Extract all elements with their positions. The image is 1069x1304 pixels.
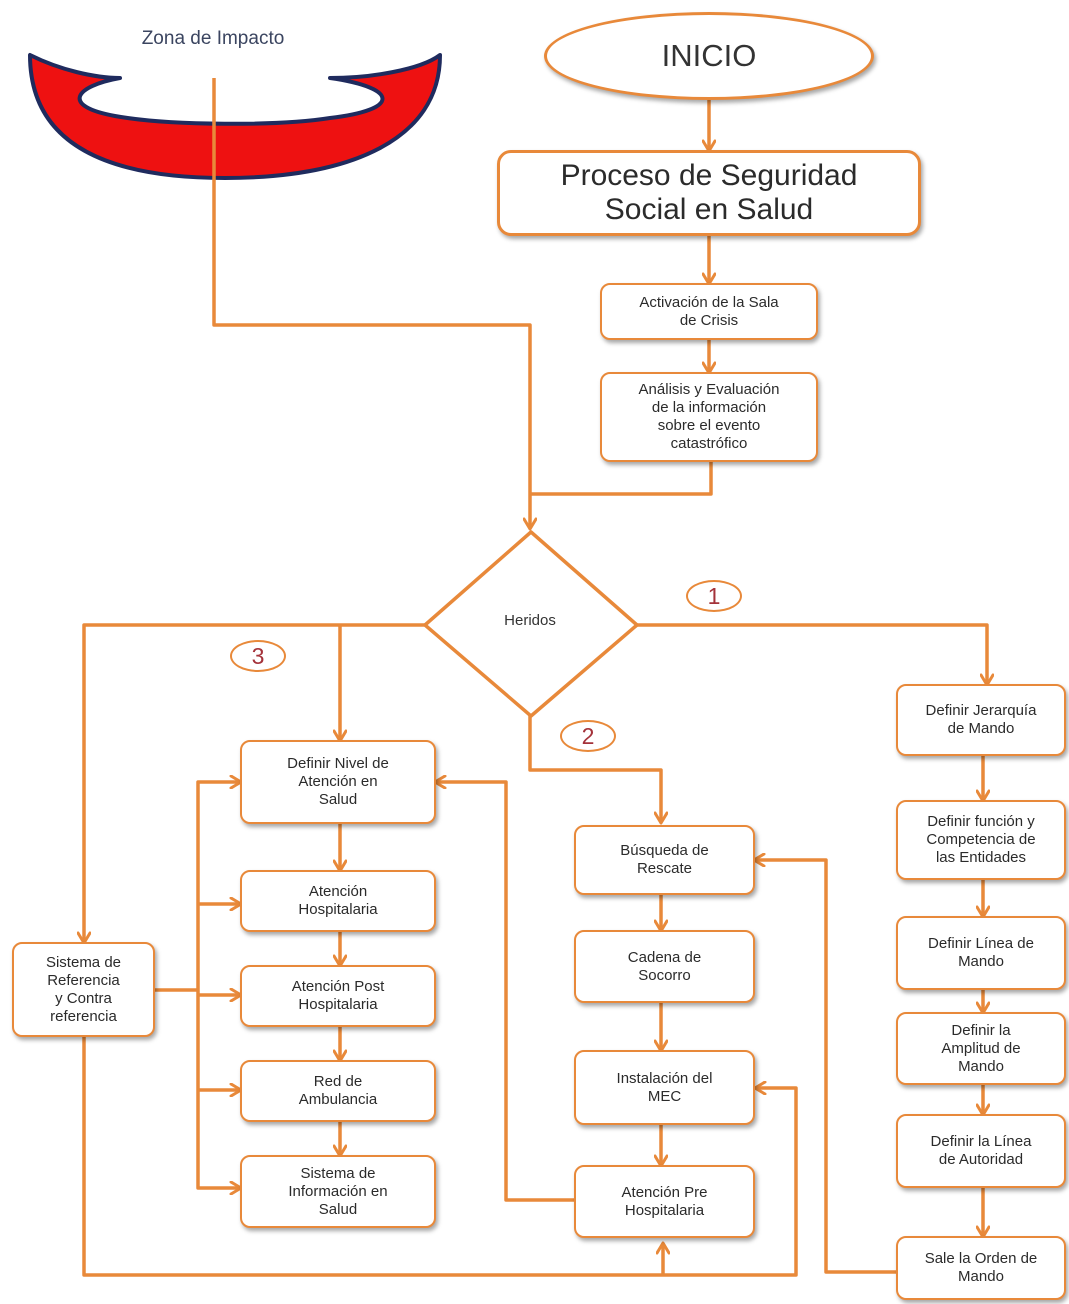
red-ambulancia-node[interactable]: Red de Ambulancia [240,1060,436,1122]
amplitud-mando-node[interactable]: Definir la Amplitud de Mando [896,1012,1066,1085]
atencion-pre-hospitalaria-label: Atención Pre Hospitalaria [621,1183,708,1219]
connector-heridos-branch1 [637,623,987,684]
definir-nivel-node[interactable]: Definir Nivel de Atención en Salud [240,740,436,824]
connector-heridos-branch3 [84,623,425,942]
instalacion-mec-node[interactable]: Instalación del MEC [574,1050,755,1125]
instalacion-mec-label: Instalación del MEC [616,1069,713,1105]
linea-mando-label: Definir Línea de Mando [928,935,1034,970]
heridos-label: Heridos [504,612,556,629]
connector-impact-to-heridos [212,78,530,528]
atencion-hospitalaria-label: Atención Hospitalaria [298,883,378,918]
analisis-evaluacion-node[interactable]: Análisis y Evaluación de la información … [600,372,818,462]
heridos-decision-diamond [423,530,639,718]
busqueda-rescate-label: Búsqueda de Rescate [620,842,709,877]
connector-analisis-merge [530,462,713,496]
branch-marker-1: 1 [686,580,742,612]
jerarquia-mando-label: Definir Jerarquía de Mando [925,702,1037,737]
definir-nivel-label: Definir Nivel de Atención en Salud [287,755,389,808]
busqueda-rescate-node[interactable]: Búsqueda de Rescate [574,825,755,895]
linea-autoridad-label: Definir la Línea de Autoridad [930,1133,1032,1168]
atencion-pre-hospitalaria-node[interactable]: Atención Pre Hospitalaria [574,1165,755,1238]
branch-marker-3: 3 [230,640,286,672]
connector-heridos-branch2 [528,715,661,822]
impact-zone-icon [28,53,442,180]
atencion-post-node[interactable]: Atención Post Hospitalaria [240,965,436,1027]
funcion-competencia-label: Definir función y Competencia de las Ent… [926,813,1036,866]
connector-pre-to-definir-nivel [436,782,574,1202]
atencion-hospitalaria-node[interactable]: Atención Hospitalaria [240,870,436,932]
sistema-informacion-label: Sistema de Información en Salud [288,1164,388,1218]
branch-marker-2: 2 [560,720,616,752]
analisis-evaluacion-label: Análisis y Evaluación de la información … [638,381,780,452]
red-ambulancia-label: Red de Ambulancia [298,1073,378,1108]
orden-mando-label: Sale la Orden de Mando [924,1250,1038,1285]
inicio-terminal[interactable]: INICIO [544,12,874,100]
funcion-competencia-node[interactable]: Definir función y Competencia de las Ent… [896,800,1066,880]
jerarquia-mando-node[interactable]: Definir Jerarquía de Mando [896,684,1066,756]
impact-zone-title: Zona de Impacto [141,28,285,49]
connector-bottom-loop [82,1037,798,1277]
inicio-label: INICIO [661,38,757,73]
sistema-referencia-node[interactable]: Sistema de Referencia y Contra referenci… [12,942,155,1037]
activacion-sala-node[interactable]: Activación de la Sala de Crisis [600,283,818,340]
connector-orden-to-busqueda [755,860,896,1274]
sistema-referencia-label: Sistema de Referencia y Contra referenci… [45,953,122,1025]
cadena-socorro-label: Cadena de Socorro [627,948,702,984]
activacion-sala-label: Activación de la Sala de Crisis [639,293,779,329]
proceso-seguridad-node[interactable]: Proceso de Seguridad Social en Salud [497,150,921,236]
orden-mando-node[interactable]: Sale la Orden de Mando [896,1236,1066,1300]
cadena-socorro-node[interactable]: Cadena de Socorro [574,930,755,1003]
atencion-post-label: Atención Post Hospitalaria [291,978,385,1013]
amplitud-mando-label: Definir la Amplitud de Mando [941,1021,1021,1075]
proceso-seguridad-label: Proceso de Seguridad Social en Salud [560,159,858,226]
linea-mando-node[interactable]: Definir Línea de Mando [896,916,1066,990]
linea-autoridad-node[interactable]: Definir la Línea de Autoridad [896,1114,1066,1188]
sistema-informacion-node[interactable]: Sistema de Información en Salud [240,1155,436,1228]
